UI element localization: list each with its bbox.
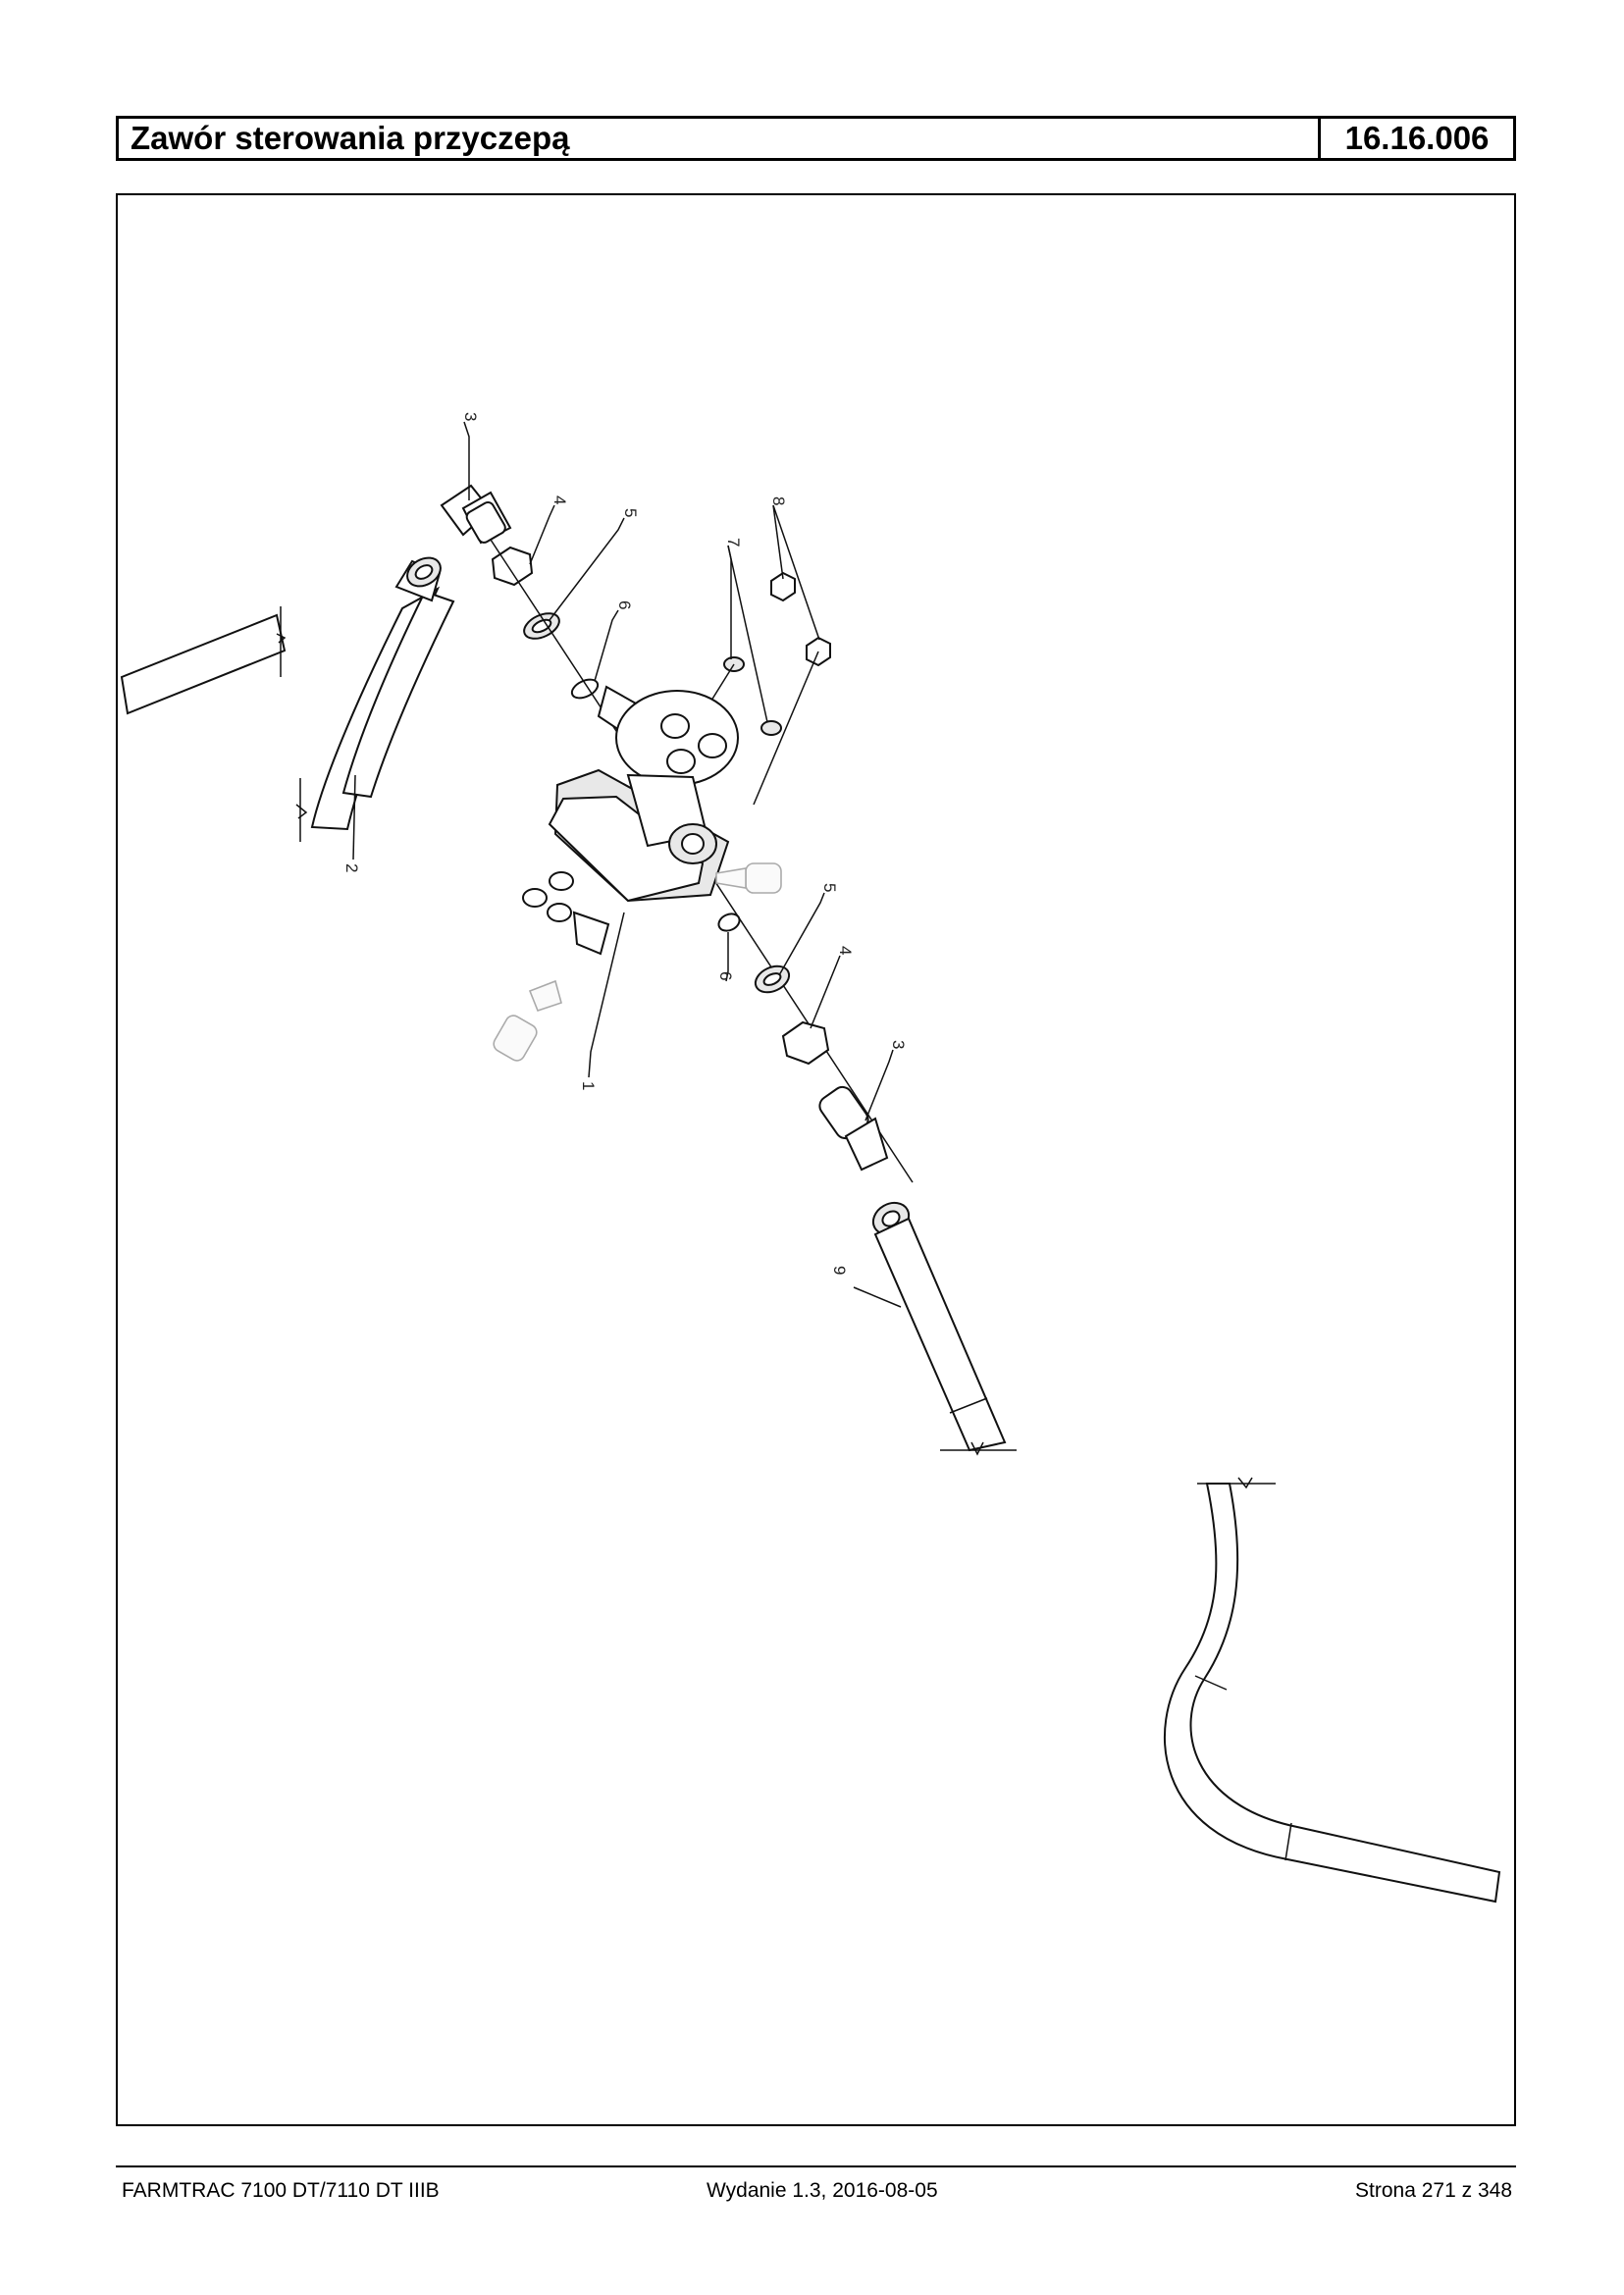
- footer-edition: Wydanie 1.3, 2016-08-05: [707, 2179, 938, 2202]
- leader-lines: [352, 421, 902, 1308]
- footer-page-number: Strona 271 z 348: [1355, 2179, 1512, 2202]
- washer-part-5-upper: [523, 612, 560, 640]
- coupling-ghost-right: [715, 862, 782, 894]
- nut-part-4-lower: [781, 1020, 830, 1066]
- o-ring-part-6-lower: [717, 913, 741, 932]
- callout-label: 4: [836, 946, 855, 955]
- callout-label: 3: [889, 1040, 908, 1049]
- callout-label: 2: [342, 863, 361, 872]
- pipe-long-right: [1163, 1477, 1501, 1904]
- callout-label: 6: [615, 600, 634, 609]
- page-header: Zawór sterowania przyczepą 16.16.006: [116, 116, 1516, 161]
- hose-part-9: [871, 1201, 1017, 1456]
- coupling-ghost-left: [493, 979, 562, 1062]
- callout-label: 7: [724, 538, 743, 547]
- o-ring-part-6-upper: [570, 678, 600, 700]
- callout-label: 1: [579, 1081, 598, 1090]
- callout-label: 5: [621, 508, 640, 517]
- trailer-control-valve-part-1: [522, 685, 739, 956]
- callout-label: 5: [820, 883, 839, 892]
- callout-label: 6: [716, 971, 735, 980]
- page-title: Zawór sterowania przyczepą: [119, 119, 1321, 158]
- nut-part-4-upper: [491, 546, 534, 587]
- diagram-frame: [116, 193, 1516, 2126]
- hose-part-2: [295, 556, 455, 842]
- pipe-stub-left: [120, 606, 287, 715]
- elbow-fitting-part-3-lower: [818, 1085, 889, 1172]
- callout-label: 4: [550, 496, 569, 504]
- page-footer: FARMTRAC 7100 DT/7110 DT IIIB Wydanie 1.…: [116, 2176, 1516, 2206]
- washer-part-7: [723, 656, 782, 736]
- exploded-parts-diagram: 3 4 5 6 7 8 2 1 6 5 4 3 9: [120, 412, 1501, 1904]
- callout-label: 8: [769, 496, 788, 505]
- section-number: 16.16.006: [1344, 120, 1490, 156]
- callout-labels: 3 4 5 6 7 8 2 1 6 5 4 3 9: [342, 412, 908, 1275]
- callout-label: 3: [461, 412, 480, 421]
- callout-label: 9: [830, 1266, 849, 1275]
- footer-model: FARMTRAC 7100 DT/7110 DT IIIB: [122, 2179, 440, 2202]
- elbow-fitting-part-3-upper: [440, 484, 512, 545]
- footer-divider: [116, 2165, 1516, 2167]
